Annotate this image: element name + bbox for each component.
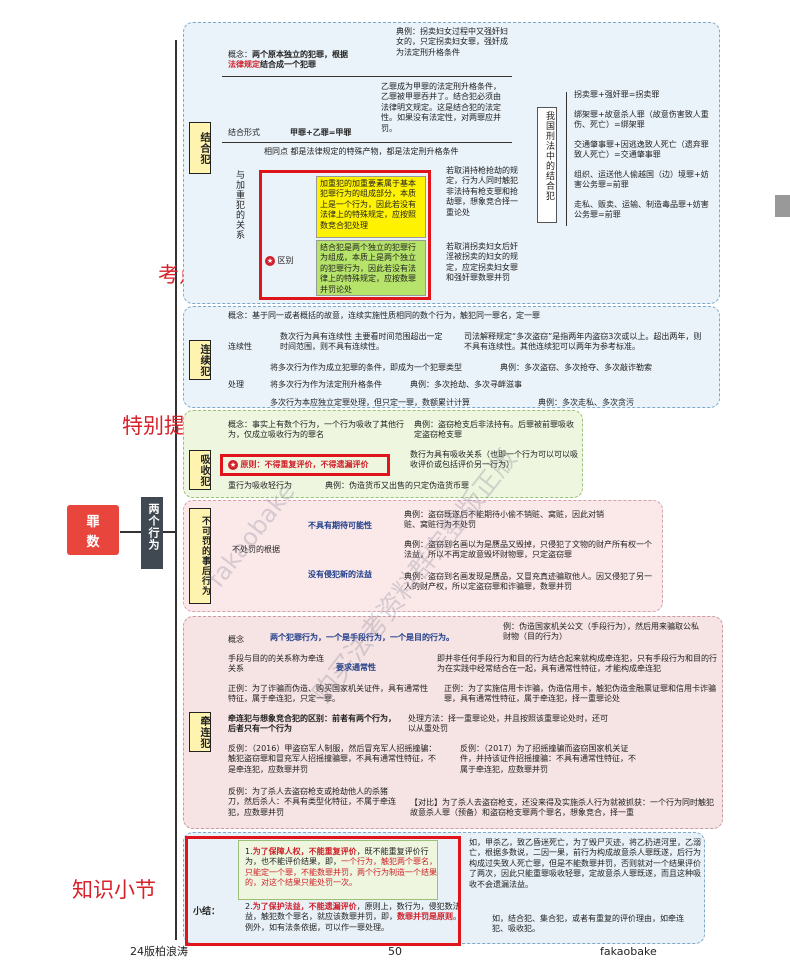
annotation-summary: 知识小节 [72,878,156,902]
s3-principle-side: 数行为具有吸收关系（也即一个行为可以可以吸收评价或包括评价另一行为） [410,450,578,470]
s4-item2: 没有侵犯新的法益 [308,570,372,579]
s6-side2: 如，结合犯、集合犯，或者有重复的评价理由，如牵连犯、吸收犯。 [492,914,684,934]
s5-diff-side: 处理方法：择一重罪论处，并且按照该重罪论处时，还可以从重处罚 [408,714,608,734]
s2-handle-example: 典例：多次抢劫、多次寻衅滋事 [410,380,522,389]
s6-p1: 1.为了保障人权，不能重复评价，既不能重复评价行为，也不能评价结果，即，一个行为… [245,847,437,888]
s5-rel-req: 要求通常性 [336,663,376,672]
section-continuous-offense [183,306,720,408]
s1-law-bracket [566,92,567,226]
branch-node[interactable]: 两个行为 [141,497,163,569]
s1-divider2 [222,142,512,143]
s2-handle-row: 多次行为本应独立定罪处理，但只定一罪，数额累计计算 [270,398,470,407]
category-implicated[interactable]: 牵连犯 [189,712,211,752]
s5-pos1: 正例：为了诈骗而伪造、购买国家机关证件，具有通常性特征，属于牵连犯，只定一罪。 [228,684,428,704]
s5-neg3-side: 【对比】为了杀人去盗窃枪支，还没来得及实施杀人行为就被抓获：一个行为同时触犯故意… [410,798,714,818]
green-side: 若取消拐卖妇女后奸淫被拐卖的妇女的规定，应定拐卖妇女罪和强奸罪数罪并罚 [446,242,518,283]
green-text: 结合犯是两个独立的犯罪行为组成，本质上是两个独立的犯罪行为，因此若没有法律上的特… [320,243,416,294]
s5-rel-text: 手段与目的的关系称为牵连关系 [228,654,324,674]
highlight-box-compare [259,170,431,300]
s5-concept-label: 概念 [228,635,244,644]
s5-pos2: 正例：为了实施信用卡诈骗，伪造信用卡，触犯伪造金融票证罪和信用卡诈骗罪，具有通常… [444,684,716,704]
s2-handle-row: 将多次行为作为成立犯罪的条件，即成为一个犯罪类型 [270,363,462,372]
s1-form-label: 结合形式 [228,128,260,137]
s2-feature-text: 数次行为具有连续性 主要看时间范围超出一定时间范围，则不具有连续性。 [280,332,443,352]
s4-ex2: 典例：盗窃到名画以为是赝品又毁掉，只侵犯了文物的财产所有权一个法益，所以不再定故… [404,540,652,560]
s2-feature-side: 司法解释规定“多次盗窃”是指两年内盗窃3次或以上。超出两年，则不具有连续性。其他… [464,332,702,352]
s3-bottom-side: 典例：伪造货币又出售的只定伪造货币罪 [325,481,469,490]
s6-side1: 如，甲杀乙，致乙昏迷死亡，为了毁尸灭迹，将乙扔进河里，乙溺亡，根据多数说，二因一… [469,838,701,889]
s1-same: 相同点 都是法律规定的特殊产物，都是法定刑升格条件 [264,147,459,156]
category-unpunishable[interactable]: 不可罚的事后行为 [189,508,211,604]
s5-diff: 牵连犯与想象竞合犯的区别：前者有两个行为，后者只有一个行为 [228,714,396,734]
footer-center: 50 [388,945,402,958]
s3-bottom: 重行为吸收轻行为 [228,481,292,490]
s2-handle-example: 典例：多次盗窃、多次抢夺、多次敲诈勒索 [500,363,652,372]
star-icon: ★ [265,256,275,266]
footer-left: 24版柏浪涛 [130,945,188,958]
s3-principle: ★ 原则：不得重复评价，不得遗漏评价 [228,460,369,470]
s1-concept: 概念：两个原本独立的犯罪，根据 法律规定结合成一个犯罪 [228,50,348,70]
s5-concept-text: 两个犯罪行为，一个是手段行为，一个是目的行为。 [270,633,454,642]
s2-feature-label: 连续性 [228,342,252,351]
spine-line [175,40,177,940]
s4-item1: 不具有期待可能性 [308,521,372,530]
s2-handle-example: 典例：多次走私、多次贪污 [538,398,634,407]
law-item: 组织、运送他人偷越国（边）境罪+妨害公务罪=前罪 [574,170,709,190]
category-absorption[interactable]: 吸收犯 [189,450,211,490]
yellow-box: 加重犯的加重要素属于基本犯罪行为的组成部分，本质上是一个行为，因此若没有法律上的… [316,176,426,238]
s2-handle-row: 将多次行为作为法定刑升格条件 [270,380,382,389]
green-box: 结合犯是两个独立的犯罪行为组成，本质上是两个独立的犯罪行为，因此若没有法律上的特… [316,240,426,296]
yellow-text: 加重犯的加重要素属于基本犯罪行为的组成部分，本质上是一个行为，因此若没有法律上的… [320,179,416,230]
branch-title: 两个行为 [147,503,160,551]
s5-neg2: 反例：（2017）为了招摇撞骗而盗窃国家机关证件，并持该证件招摇撞骗：不具有通常… [460,744,636,774]
s1-form-formula: 甲罪+乙罪=甲罪 [290,128,352,137]
yellow-side: 若取消持枪抢劫的规定，行为人同时触犯非法持有枪支罪和抢劫罪，想象竞合择一重论处 [446,166,518,217]
section-unpunishable-after-act [183,500,663,612]
law-item: 走私、贩卖、运输、制造毒品罪+妨害公务罪=前罪 [574,200,709,220]
s5-rel-side: 即并非任何手段行为和目的行为结合起来就构成牵连犯，只有手段行为和目的行为在实践中… [437,654,717,674]
category-combination[interactable]: 结合犯 [189,122,211,174]
s3-concept-side: 典例：盗窃枪支后非法持有。后罪被前罪吸收定盗窃枪支罪 [414,420,574,440]
diff-label: ★ 区别 [265,256,294,266]
s4-item1-side: 典例：盗窃既遂后不能期待小偷不销赃、窝赃，因此对销赃、窝赃行为不处罚 [404,510,604,530]
s1-law-label: 我国刑法中的结合犯 [537,107,557,223]
scroll-tab[interactable] [775,195,790,217]
s5-neg1: 反例：（2016）甲盗窃军人制服，然后冒充军人招摇撞骗：触犯盗窃罪和冒充军人招摇… [228,744,437,774]
s1-form-text: 乙罪成为甲罪的法定刑升格条件，乙罪被甲罪吞并了。结合犯必须由法律明文规定。这是结… [381,82,501,133]
root-connector [120,531,142,533]
s4-ex3: 典例：盗窃到名画发现是赝品，又冒充真迹骗取他人。因又侵犯了另一人的财产权，所以定… [404,572,652,592]
s6-label: 小结： [193,907,221,917]
s6-p2: 2.为了保护法益，不能遗漏评价，原则上，数行为，侵犯数法益，触犯数个罪名，就应该… [245,902,461,932]
star-icon: ★ [228,460,238,470]
root-title: 罪数 [86,515,100,550]
s6-green-box [238,840,438,900]
branch-connector [162,531,176,533]
s2-concept: 概念：基于同一或者概括的故意，连续实施性质相同的数个行为，触犯同一罪名，定一罪 [228,311,540,320]
highlight-box-summary [185,836,461,946]
highlight-box-remind [220,454,390,476]
s1-example: 典例：拐卖妇女过程中又强奸妇女的，只定拐卖妇女罪，强奸成为法定刑升格条件 [396,27,508,57]
s1-divider [222,76,512,77]
s5-neg3: 反例：为了杀人去盗窃枪支或抢劫他人的杀猪刀，然后杀人：不具有类型化特征，不属于牵… [228,787,396,817]
law-item: 拐卖罪+强奸罪=拐卖罪 [574,90,660,99]
s1-relation-label: 与加重犯的关系 [234,170,244,240]
s4-basis: 不处罚的根据 [232,545,280,554]
law-item: 交通肇事罪+因逃逸致人死亡（遗弃罪致人死亡）=交通肇事罪 [574,140,709,160]
law-item: 绑架罪+故意杀人罪（故意伤害致人重伤、死亡）=绑架罪 [574,110,709,130]
s2-handle-label: 处理 [228,380,244,389]
footer-right: fakaobake [600,945,657,958]
s5-concept-side: 例：伪造国家机关公文（手段行为），然后用来骗取公私财物（目的行为） [503,622,699,642]
category-continuous[interactable]: 连续犯 [189,340,211,380]
root-node[interactable]: 罪数 [67,505,119,555]
s3-concept: 概念：事实上有数个行为，一个行为吸收了其他行为，仅成立吸收行为的罪名 [228,420,404,440]
section-implicated-offense [183,616,723,829]
